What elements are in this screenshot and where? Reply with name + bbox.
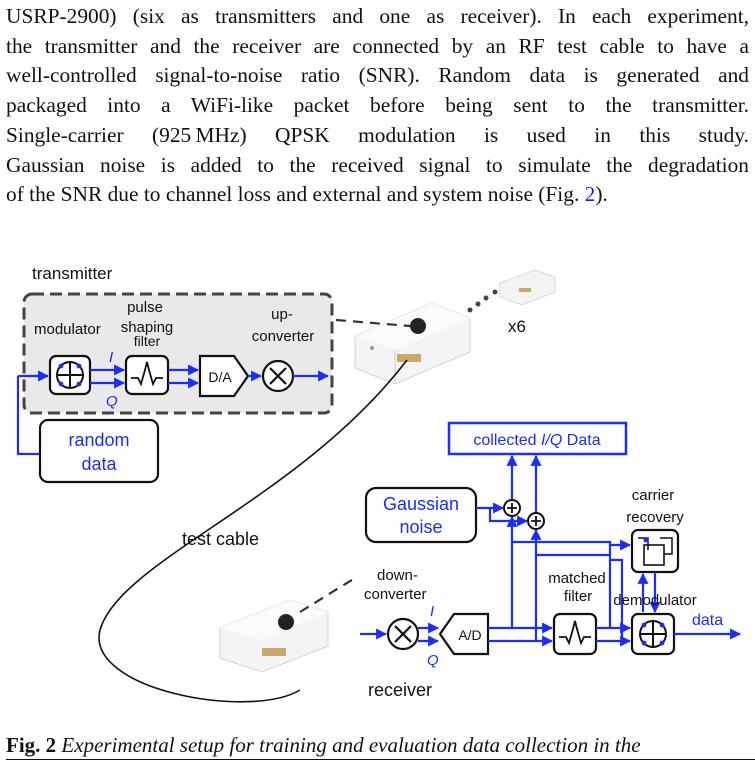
rx-i-label: I	[430, 603, 434, 620]
body-line: USRP-2900) (six as transmitters and one …	[6, 4, 749, 28]
pulse-label: pulse	[127, 299, 163, 316]
noise-label: noise	[399, 517, 442, 537]
gaussian-noise-box	[364, 486, 478, 544]
adder-i-icon	[503, 499, 521, 517]
x6-label: x6	[508, 317, 526, 336]
down-label: down-	[377, 567, 418, 584]
body-line: Single-carrier (925 MHz) QPSK modulation…	[6, 122, 749, 147]
data-output-label: data	[692, 612, 723, 629]
caption-text: Experimental setup for training and eval…	[56, 733, 641, 757]
converter-label: converter	[252, 328, 315, 345]
up-mixer-block	[261, 359, 295, 393]
test-cable-line	[98, 359, 408, 703]
transmitter-title: transmitter	[32, 264, 113, 283]
matched-filter-label: filter	[564, 588, 592, 605]
demodulator-label: demodulator	[613, 592, 696, 609]
body-paragraph: USRP-2900) (six as transmitters and one …	[6, 2, 749, 210]
modulator-block	[48, 354, 92, 396]
receiver-device-icon	[219, 599, 329, 673]
rx-signal-paths	[360, 454, 742, 647]
random-label: random	[68, 430, 129, 450]
body-line: the transmitter and the receiver are con…	[6, 33, 749, 58]
ad-label: A/D	[458, 627, 481, 643]
up-label: up-	[271, 306, 293, 323]
tx-i-label: I	[109, 349, 113, 366]
test-cable-label: test cable	[182, 529, 259, 549]
down-converter-label: converter	[364, 586, 427, 603]
ad-converter-block: A/D	[438, 612, 490, 656]
body-line: packaged into a WiFi-like packet before …	[6, 93, 749, 118]
random-data-box	[38, 418, 160, 484]
filter-label: filter	[134, 333, 161, 349]
rx-q-label: Q	[427, 652, 439, 669]
figure-reference-link[interactable]: 2	[584, 182, 596, 207]
body-line-text: of the SNR due to channel loss and exter…	[6, 182, 585, 207]
modulator-label: modulator	[34, 321, 101, 338]
transmitter-device-icon	[354, 302, 471, 385]
adder-q-icon	[527, 512, 545, 530]
receiver-title: receiver	[368, 680, 432, 700]
collected-suffix: Data	[562, 432, 600, 449]
matched-label: matched	[548, 570, 606, 587]
collected-iq-label: collected I/Q Data	[473, 432, 600, 449]
da-converter-block: D/A	[198, 354, 250, 398]
body-line-last: of the SNR due to channel loss and exter…	[6, 180, 749, 210]
shaping-label: shaping	[121, 319, 174, 336]
da-label: D/A	[208, 369, 232, 385]
figure-caption: Fig. 2 Experimental setup for training a…	[6, 733, 755, 760]
setup-diagram: transmitter modulator pulse shaping filt…	[16, 264, 742, 703]
body-line: well-controlled signal-to-noise ratio (S…	[6, 63, 749, 88]
matched-filter-block	[552, 612, 598, 656]
pulse-shaping-filter-block	[124, 354, 170, 396]
gaussian-label: Gaussian	[383, 494, 459, 514]
recovery-label: recovery	[626, 509, 684, 526]
tx-q-label: Q	[106, 393, 118, 410]
demodulator-block	[630, 612, 676, 656]
body-line-text: ).	[595, 182, 608, 207]
collected-prefix: collected	[473, 432, 541, 449]
tx-signal-paths	[16, 364, 330, 456]
down-mixer-block	[386, 617, 420, 651]
tx-dashed-link	[335, 318, 411, 328]
extra-transmitter-icon	[499, 269, 556, 306]
more-devices-dots	[467, 289, 498, 313]
data-label: data	[81, 454, 117, 474]
collected-iq-box	[447, 421, 628, 456]
carrier-recovery-block	[630, 528, 680, 574]
body-line: Gaussian noise is added to the received …	[6, 152, 749, 177]
caption-label: Fig. 2	[6, 733, 57, 757]
collected-iq-italic: I/Q	[541, 432, 562, 449]
rx-dashed-link	[299, 577, 356, 613]
carrier-label: carrier	[632, 487, 675, 504]
